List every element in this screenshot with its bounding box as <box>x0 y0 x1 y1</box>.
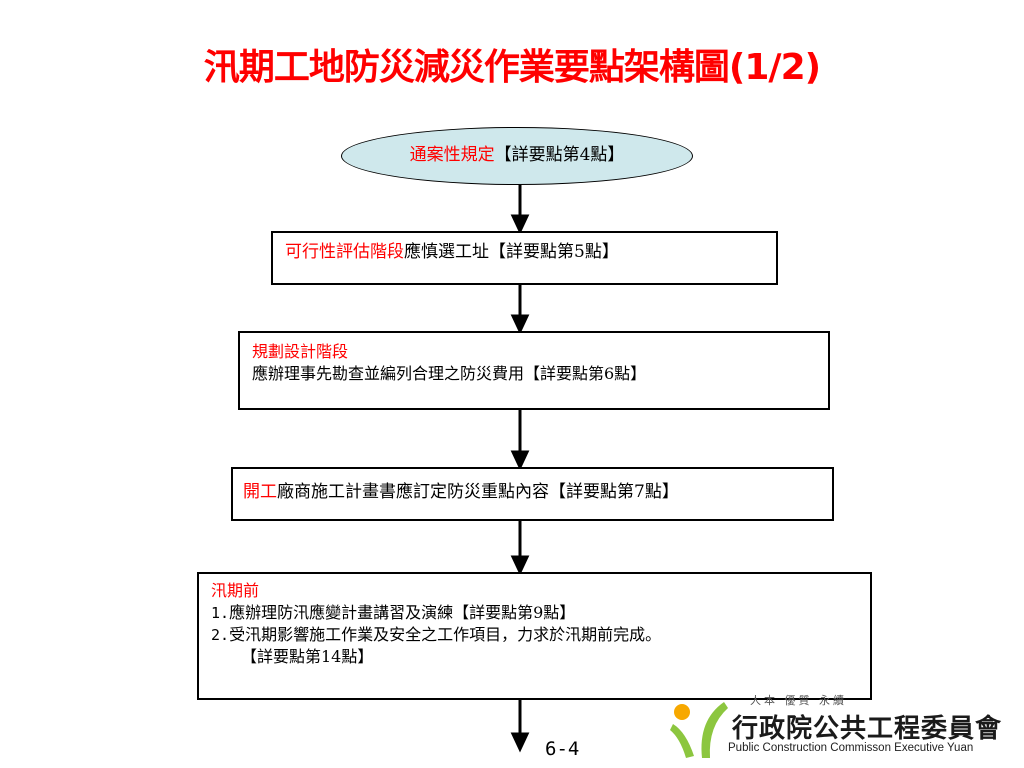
node-planning: 規劃設計階段 應辦理事先勘查並編列合理之防災費用【詳要點第6點】 <box>238 331 830 410</box>
node-pre-flood-item-2: 2.受汛期影響施工作業及安全之工作項目，力求於汛期前完成。 <box>211 624 858 646</box>
node-feasibility-text: 應慎選工址【詳要點第5點】 <box>404 242 619 262</box>
agency-slogan: 人本 優質 永續 <box>750 694 847 707</box>
node-feasibility: 可行性評估階段應慎選工址【詳要點第5點】 <box>271 231 778 285</box>
item-2-prefix: 2. <box>211 626 230 644</box>
item-2-text: 受汛期影響施工作業及安全之工作項目，力求於汛期前完成。 <box>229 625 662 644</box>
node-pre-flood-label: 汛期前 <box>211 581 260 600</box>
node-construction-text: 廠商施工計畫書應訂定防災重點內容【詳要點第7點】 <box>277 482 679 502</box>
node-construction-label: 開工 <box>243 482 277 502</box>
item-1-text: 應辦理防汛應變計畫講習及演練【詳要點第9點】 <box>229 603 576 622</box>
node-general-label: 通案性規定 <box>409 145 495 165</box>
agency-name: 行政院公共工程委員會 <box>732 714 1003 744</box>
node-pre-flood: 汛期前 1.應辦理防汛應變計畫講習及演練【詳要點第9點】 2.受汛期影響施工作業… <box>197 572 872 700</box>
node-pre-flood-item-2-cont: 【詳要點第14點】 <box>241 647 374 666</box>
arrowhead-4 <box>510 555 530 576</box>
node-pre-flood-item-1: 1.應辦理防汛應變計畫講習及演練【詳要點第9點】 <box>211 602 858 624</box>
arrowhead-5 <box>510 732 530 753</box>
node-planning-label: 規劃設計階段 <box>252 342 349 361</box>
arrowhead-1 <box>510 214 530 235</box>
page-title: 汛期工地防災減災作業要點架構圖(1/2) <box>203 47 821 88</box>
node-construction: 開工廠商施工計畫書應訂定防災重點內容【詳要點第7點】 <box>231 467 834 521</box>
node-planning-text: 應辦理事先勘查並編列合理之防災費用【詳要點第6點】 <box>252 364 647 383</box>
agency-logo: 人本 優質 永續 行政院公共工程委員會 Public Construction … <box>668 690 1022 766</box>
node-general-text: 【詳要點第4點】 <box>494 145 625 165</box>
item-1-prefix: 1. <box>211 604 230 622</box>
arrowhead-2 <box>510 314 530 335</box>
node-general-rules: 通案性規定【詳要點第4點】 <box>341 127 693 185</box>
agency-emblem-icon <box>670 702 728 758</box>
page-number: 6-4 <box>545 738 580 760</box>
arrowhead-3 <box>510 450 530 471</box>
agency-name-english: Public Construction Commisson Executive … <box>728 742 974 754</box>
node-feasibility-label: 可行性評估階段 <box>285 242 404 262</box>
